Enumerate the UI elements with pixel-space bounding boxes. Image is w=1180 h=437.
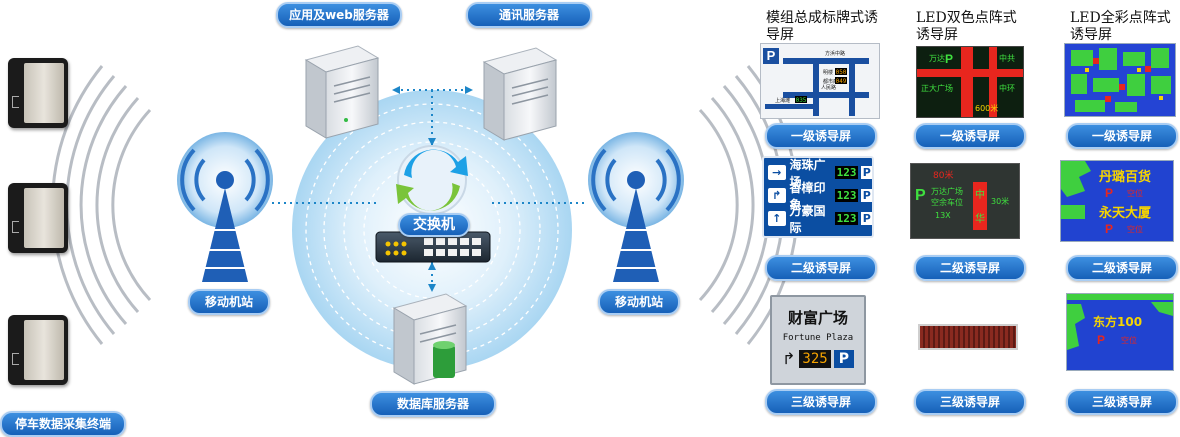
terminal-device-1 — [8, 58, 68, 128]
col2-l1-text-1: 万达 — [929, 53, 945, 63]
col1-l2-name-3: 万豪国际 — [789, 203, 826, 235]
col1-l2-p-1: P — [861, 166, 872, 179]
col1-l2-name-1: 海珠广场 — [789, 157, 826, 189]
switch-label: 交换机 — [398, 213, 470, 237]
col2-level1-label: 一级诱导屏 — [914, 123, 1026, 149]
col3-level3-label: 三级诱导屏 — [1066, 389, 1178, 415]
col1-l3-count: 325 — [799, 349, 831, 368]
col2-l1-text-6: 600米 — [975, 103, 998, 113]
col1-l1-road-1: 方浜中路 — [825, 50, 845, 57]
col3-level2-color-sign: 丹璐百货 P 空位 永天大厦 P 空位 — [1060, 160, 1174, 242]
col2-l2-text-7: 华 — [975, 212, 985, 225]
col1-l1-num-3: 035 — [796, 97, 807, 104]
col2-l2-p: P — [915, 187, 926, 204]
app-server-icon — [304, 45, 380, 139]
col3-l2-name-1: 丹璐百货 — [1099, 169, 1151, 185]
turn-right-arrow-icon: ↱ — [782, 349, 796, 368]
exchange-globe-icon — [396, 145, 468, 215]
col2-l2-text-5: 13X — [935, 211, 951, 220]
terminal-device-2 — [8, 183, 68, 253]
col3-l3-p: P — [1097, 333, 1105, 347]
col3-l2-p-1: P — [1105, 186, 1113, 200]
col1-level2-label: 二级诱导屏 — [765, 255, 877, 281]
col3-level3-color-sign: 东方100 P 空位 — [1066, 293, 1174, 371]
col2-l2-text-1: 80米 — [933, 169, 953, 181]
col1-l2-p-2: P — [861, 189, 872, 202]
col1-l1-label-1: 明楼 — [823, 69, 833, 76]
col3-l2-name-2: 永天大厦 — [1098, 205, 1152, 221]
col2-l2-text-3: 万达广场 — [931, 186, 963, 196]
col3-level2-label: 二级诱导屏 — [1066, 255, 1178, 281]
app-server-label: 应用及web服务器 — [276, 2, 402, 28]
terminal-label: 停车数据采集终端 — [0, 411, 126, 437]
right-base-station-label: 移动机站 — [598, 289, 680, 315]
col1-l3-p: P — [833, 349, 854, 368]
dotted-links — [272, 89, 585, 290]
col1-l2-row-2: ↱ 香樟印象 123 P — [764, 181, 872, 212]
comm-server-label: 通讯服务器 — [466, 2, 592, 28]
database-server-label: 数据库服务器 — [370, 391, 496, 417]
col2-l2-text-8: 30米 — [991, 196, 1009, 206]
col1-l3-bottom-row: ↱ 325 P — [772, 349, 864, 368]
col1-l2-count-3: 123 — [834, 212, 859, 225]
comm-server-icon — [482, 47, 558, 141]
col1-l3-name-en: Fortune Plaza — [782, 333, 854, 343]
col1-level2-sign: → 海珠广场 123 P ↱ 香樟印象 123 P ↑ 万豪国际 123 P — [762, 156, 874, 238]
column-1-title: 模组总成标牌式诱导屏 — [766, 10, 878, 43]
left-base-station-label: 移动机站 — [188, 289, 270, 315]
column-3-title: LED全彩点阵式诱导屏 — [1070, 10, 1171, 43]
col2-level2-label: 二级诱导屏 — [914, 255, 1026, 281]
col1-l1-label-3: 上海滩 — [775, 97, 790, 104]
database-server-icon — [392, 293, 468, 385]
col1-l1-road-3: 人民路 — [821, 84, 836, 91]
col2-level2-led-sign: 80米 P 万达广场 空余车位 13X 中 华 30米 — [910, 163, 1020, 239]
col2-l1-text-3: 中共 — [999, 53, 1015, 63]
col1-l1-num-1: 050 — [836, 69, 847, 76]
col2-level3-label: 三级诱导屏 — [914, 389, 1026, 415]
left-tower-icon — [177, 132, 273, 282]
col2-l2-text-4: 空余车位 — [931, 197, 963, 207]
right-arrow-icon: → — [768, 165, 786, 180]
col2-level1-led-sign: 万达 P 中共 正大广场 中环 600米 — [916, 46, 1024, 118]
col1-l2-row-3: ↑ 万豪国际 123 P — [764, 204, 872, 235]
col3-level1-color-map — [1064, 43, 1176, 117]
terminal-device-3 — [8, 315, 68, 385]
col3-l2-p-2: P — [1105, 222, 1113, 236]
col3-l2-status-2: 空位 — [1127, 224, 1143, 234]
switch-icon — [375, 231, 491, 263]
link-arrowheads — [392, 86, 473, 292]
col3-level1-label: 一级诱导屏 — [1066, 123, 1178, 149]
col1-l2-name-2: 香樟印象 — [789, 180, 826, 212]
col3-l2-status-1: 空位 — [1127, 188, 1143, 198]
turn-right-arrow-icon: ↱ — [768, 188, 786, 203]
col1-l1-num-2: 049 — [836, 78, 847, 85]
col1-l3-name-cn: 财富广场 — [787, 309, 848, 327]
col1-level3-sign: 财富广场 Fortune Plaza ↱ 325 P — [770, 295, 866, 385]
col2-level3-led-strip — [918, 324, 1018, 350]
col2-l1-p: P — [945, 52, 953, 66]
col2-l1-text-5: 中环 — [999, 83, 1015, 93]
col3-l3-status: 空位 — [1121, 335, 1137, 345]
col1-l1-label-2: 都市商城 — [823, 78, 843, 85]
col2-l1-text-4: 正大广场 — [921, 83, 953, 93]
col1-l2-count-1: 123 — [834, 166, 859, 179]
right-tower-icon — [588, 132, 684, 282]
col1-l2-row-1: → 海珠广场 123 P — [764, 158, 872, 189]
col1-level3-label: 三级诱导屏 — [765, 389, 877, 415]
col1-l2-p-3: P — [861, 212, 872, 225]
column-2-title: LED双色点阵式诱导屏 — [916, 10, 1017, 43]
col3-l3-name: 东方100 — [1093, 314, 1142, 329]
col2-l2-text-6: 中 — [975, 188, 985, 201]
up-arrow-icon: ↑ — [768, 211, 786, 226]
col1-l1-p: P — [767, 48, 776, 63]
col1-level1-label: 一级诱导屏 — [765, 123, 877, 149]
col1-l2-count-2: 123 — [834, 189, 859, 202]
col1-level1-map-sign: P 方浜中路 人民路 明楼 都市商城 上海滩 050 049 035 — [760, 43, 880, 119]
